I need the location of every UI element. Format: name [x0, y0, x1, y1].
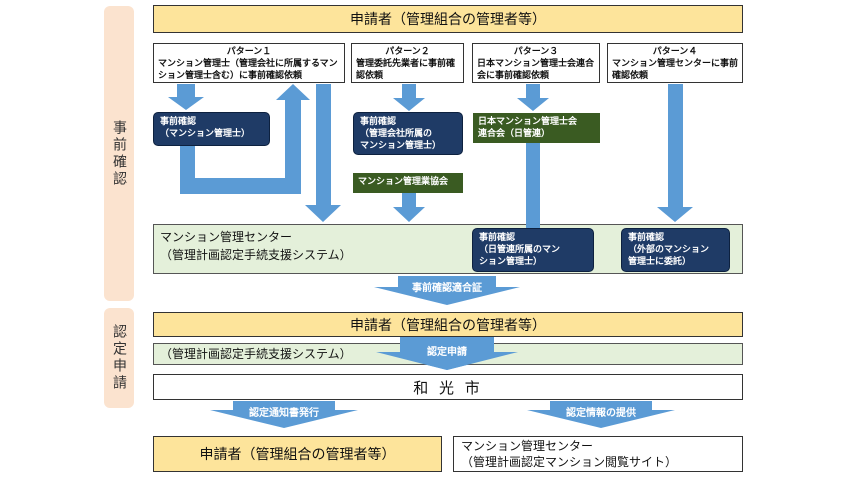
center-bottom-box — [453, 436, 743, 472]
arrow-p4-check — [657, 84, 693, 222]
application-label: 認定申請 — [104, 308, 134, 408]
pattern-1-title: パターン１ — [226, 47, 272, 57]
arrow-p1-center — [305, 84, 341, 222]
arrow-p3-shaft — [526, 143, 540, 230]
cert-label: 事前確認適合証 — [412, 282, 482, 294]
arrow-p2-center — [393, 193, 425, 222]
center-bottom-title: マンション管理センター — [461, 439, 594, 453]
arrow-apply-front — [376, 337, 518, 370]
city-name: 和 光 市 — [413, 378, 483, 397]
pattern-2-body: 管理委託先業者に事前確認依頼 — [356, 59, 456, 81]
pattern-4-title: パターン４ — [652, 47, 698, 57]
pattern-2: パターン２ 管理委託先業者に事前確認依頼 — [351, 43, 464, 83]
pattern-3-body: 日本マンション管理士会連合会に事前確認依頼 — [477, 59, 595, 81]
arrow-cert — [374, 276, 520, 305]
center-subtitle: （管理計画認定手続支援システム） — [160, 248, 352, 262]
center-bottom-subtitle: （管理計画認定マンション閲覧サイト） — [461, 455, 678, 469]
p3-check-box: 事前確認 （日管連所属のマン ション管理士） — [472, 228, 594, 272]
info-label: 認定情報の提供 — [566, 407, 636, 419]
pattern-2-title: パターン２ — [385, 47, 430, 57]
city-box: 和 光 市 — [153, 374, 743, 400]
p3-org-box: 日本マンション管理士会 連合会（日管連） — [473, 113, 600, 143]
pattern-1-body: マンション管理士（管理会社に所属するマンション管理士含む）に事前確認依頼 — [158, 59, 338, 81]
pre-check-label: 事前確認 — [104, 6, 134, 301]
arrow-p3-org — [517, 84, 549, 111]
applicant-top: 申請者（管理組合の管理者等） — [153, 5, 743, 33]
arrow-p1-check — [168, 84, 204, 110]
p4-check-box: 事前確認 （外部のマンション 管理士に委託） — [621, 228, 730, 272]
apply-label: 認定申請 — [427, 346, 467, 358]
notice-label: 認定通知書発行 — [249, 407, 319, 419]
applicant-bottom: 申請者（管理組合の管理者等） — [153, 436, 442, 472]
pattern-4-body: マンション管理センターに事前確認依頼 — [612, 59, 739, 81]
applicant-mid: 申請者（管理組合の管理者等） — [153, 312, 743, 337]
system-bar-text: （管理計画認定手続支援システム） — [160, 347, 352, 361]
arrow-info — [527, 401, 675, 428]
pattern-3: パターン３ 日本マンション管理士会連合会に事前確認依頼 — [472, 43, 600, 83]
pattern-4: パターン４ マンション管理センターに事前確認依頼 — [607, 43, 743, 83]
arrow-p2-check — [393, 84, 425, 111]
pattern-1: パターン１ マンション管理士（管理会社に所属するマンション管理士含む）に事前確認依… — [153, 43, 345, 83]
center-title: マンション管理センター — [160, 230, 293, 244]
pattern-3-title: パターン３ — [513, 47, 559, 57]
p2-check-box: 事前確認 （管理会社所属の マンション管理士） — [353, 112, 463, 155]
arrow-notice — [210, 401, 358, 428]
p2-assoc-box: マンション管理業協会 — [353, 173, 463, 193]
p1-check-box: 事前確認 （マンション管理士） — [153, 112, 270, 146]
arrow-p1-loop — [180, 84, 310, 194]
